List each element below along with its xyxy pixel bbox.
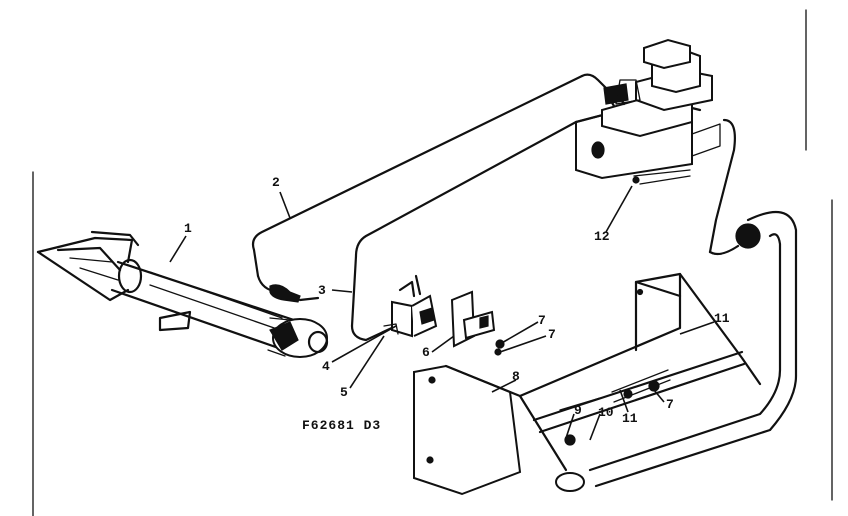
leader-7c (653, 389, 665, 403)
leader-3 (331, 289, 353, 293)
callout-4: 4 (322, 359, 330, 374)
callout-7c: 7 (666, 397, 674, 412)
callout-2: 2 (272, 175, 280, 190)
callout-9: 9 (574, 403, 582, 418)
leader-7a (499, 321, 539, 345)
callout-8: 8 (512, 369, 520, 384)
callout-3: 3 (318, 283, 326, 298)
burner-tube (110, 258, 329, 358)
pilot-tube (251, 73, 612, 303)
gas-valve (574, 38, 740, 256)
leader-10 (589, 413, 601, 441)
leader-4 (331, 325, 397, 363)
leader-7b (499, 335, 547, 353)
callout-10: 10 (598, 405, 614, 420)
leader-11b (619, 389, 629, 413)
pilot-assembly (450, 290, 505, 356)
burner-bracket (413, 272, 762, 496)
callout-11a: 11 (714, 311, 730, 326)
thermocouple-tube (350, 120, 578, 342)
leader-8 (491, 379, 517, 393)
thermostat-bulb-tube (555, 210, 798, 492)
figure-id: F62681 D3 (302, 418, 382, 433)
leader-2 (279, 191, 291, 219)
leader-6 (431, 335, 455, 353)
callout-12: 12 (594, 229, 610, 244)
leader-11a (679, 321, 715, 335)
callout-1: 1 (184, 221, 192, 236)
callout-5: 5 (340, 385, 348, 400)
leader-5 (349, 335, 385, 389)
pilot-bracket (383, 274, 438, 338)
leader-9 (565, 413, 575, 439)
callout-7b: 7 (548, 327, 556, 342)
callout-7a: 7 (538, 313, 546, 328)
callout-6: 6 (422, 345, 430, 360)
leader-12 (605, 185, 633, 233)
callout-11b: 11 (622, 411, 638, 426)
leader-1 (169, 235, 187, 263)
